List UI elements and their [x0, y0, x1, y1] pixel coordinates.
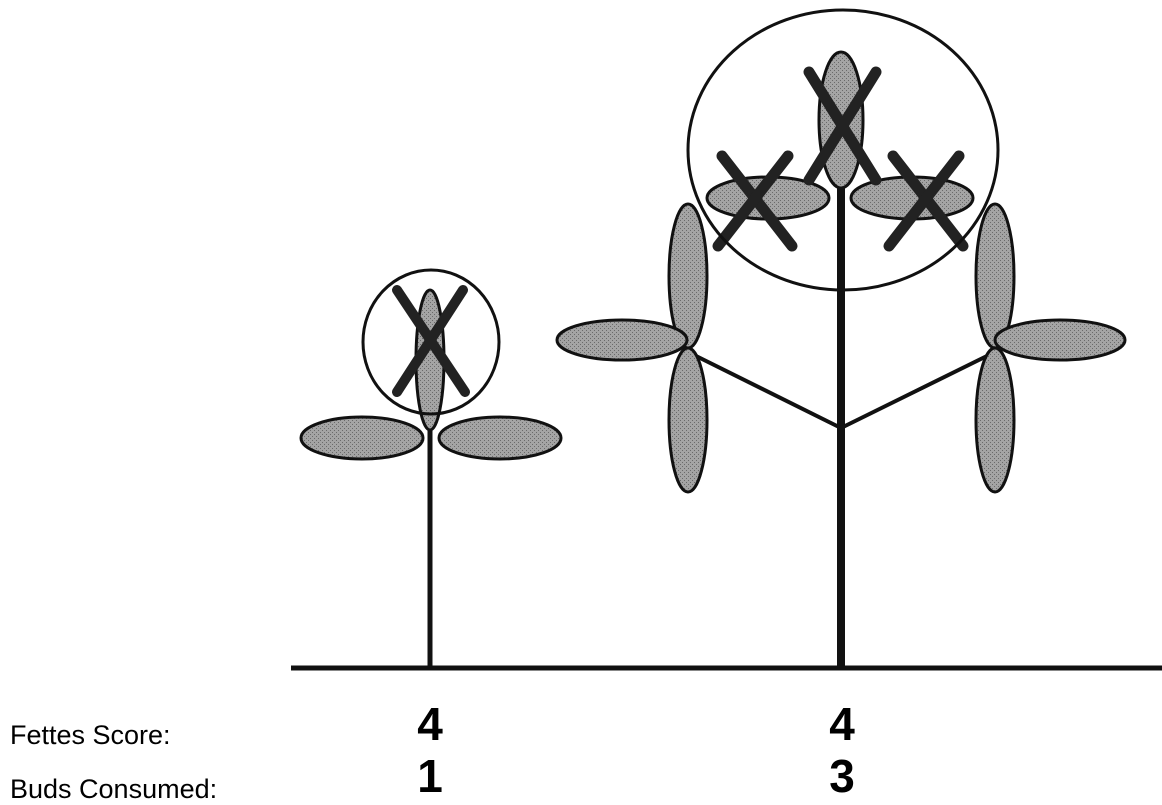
plant-2-branch-left	[688, 352, 841, 428]
plant-1-leaf-left	[301, 417, 423, 459]
plant-2-left-shoot	[557, 204, 707, 492]
leaf	[669, 204, 707, 348]
leaf	[669, 348, 707, 492]
fettes-score-label: Fettes Score:	[10, 720, 171, 751]
plant-2-branch-right	[841, 352, 995, 428]
plant-1	[301, 270, 561, 668]
plant-1-leaf-right	[439, 417, 561, 459]
plant-2	[557, 10, 1125, 670]
plant-1-buds-consumed: 1	[390, 753, 470, 799]
buds-consumed-label: Buds Consumed:	[10, 774, 217, 805]
plant-2-buds-consumed: 3	[802, 753, 882, 799]
plant-2-fettes-score: 4	[802, 701, 882, 747]
plant-2-right-shoot	[976, 204, 1125, 492]
leaf	[995, 320, 1125, 360]
plant-1-fettes-score: 4	[390, 701, 470, 747]
leaf	[557, 320, 687, 360]
leaf	[976, 348, 1014, 492]
